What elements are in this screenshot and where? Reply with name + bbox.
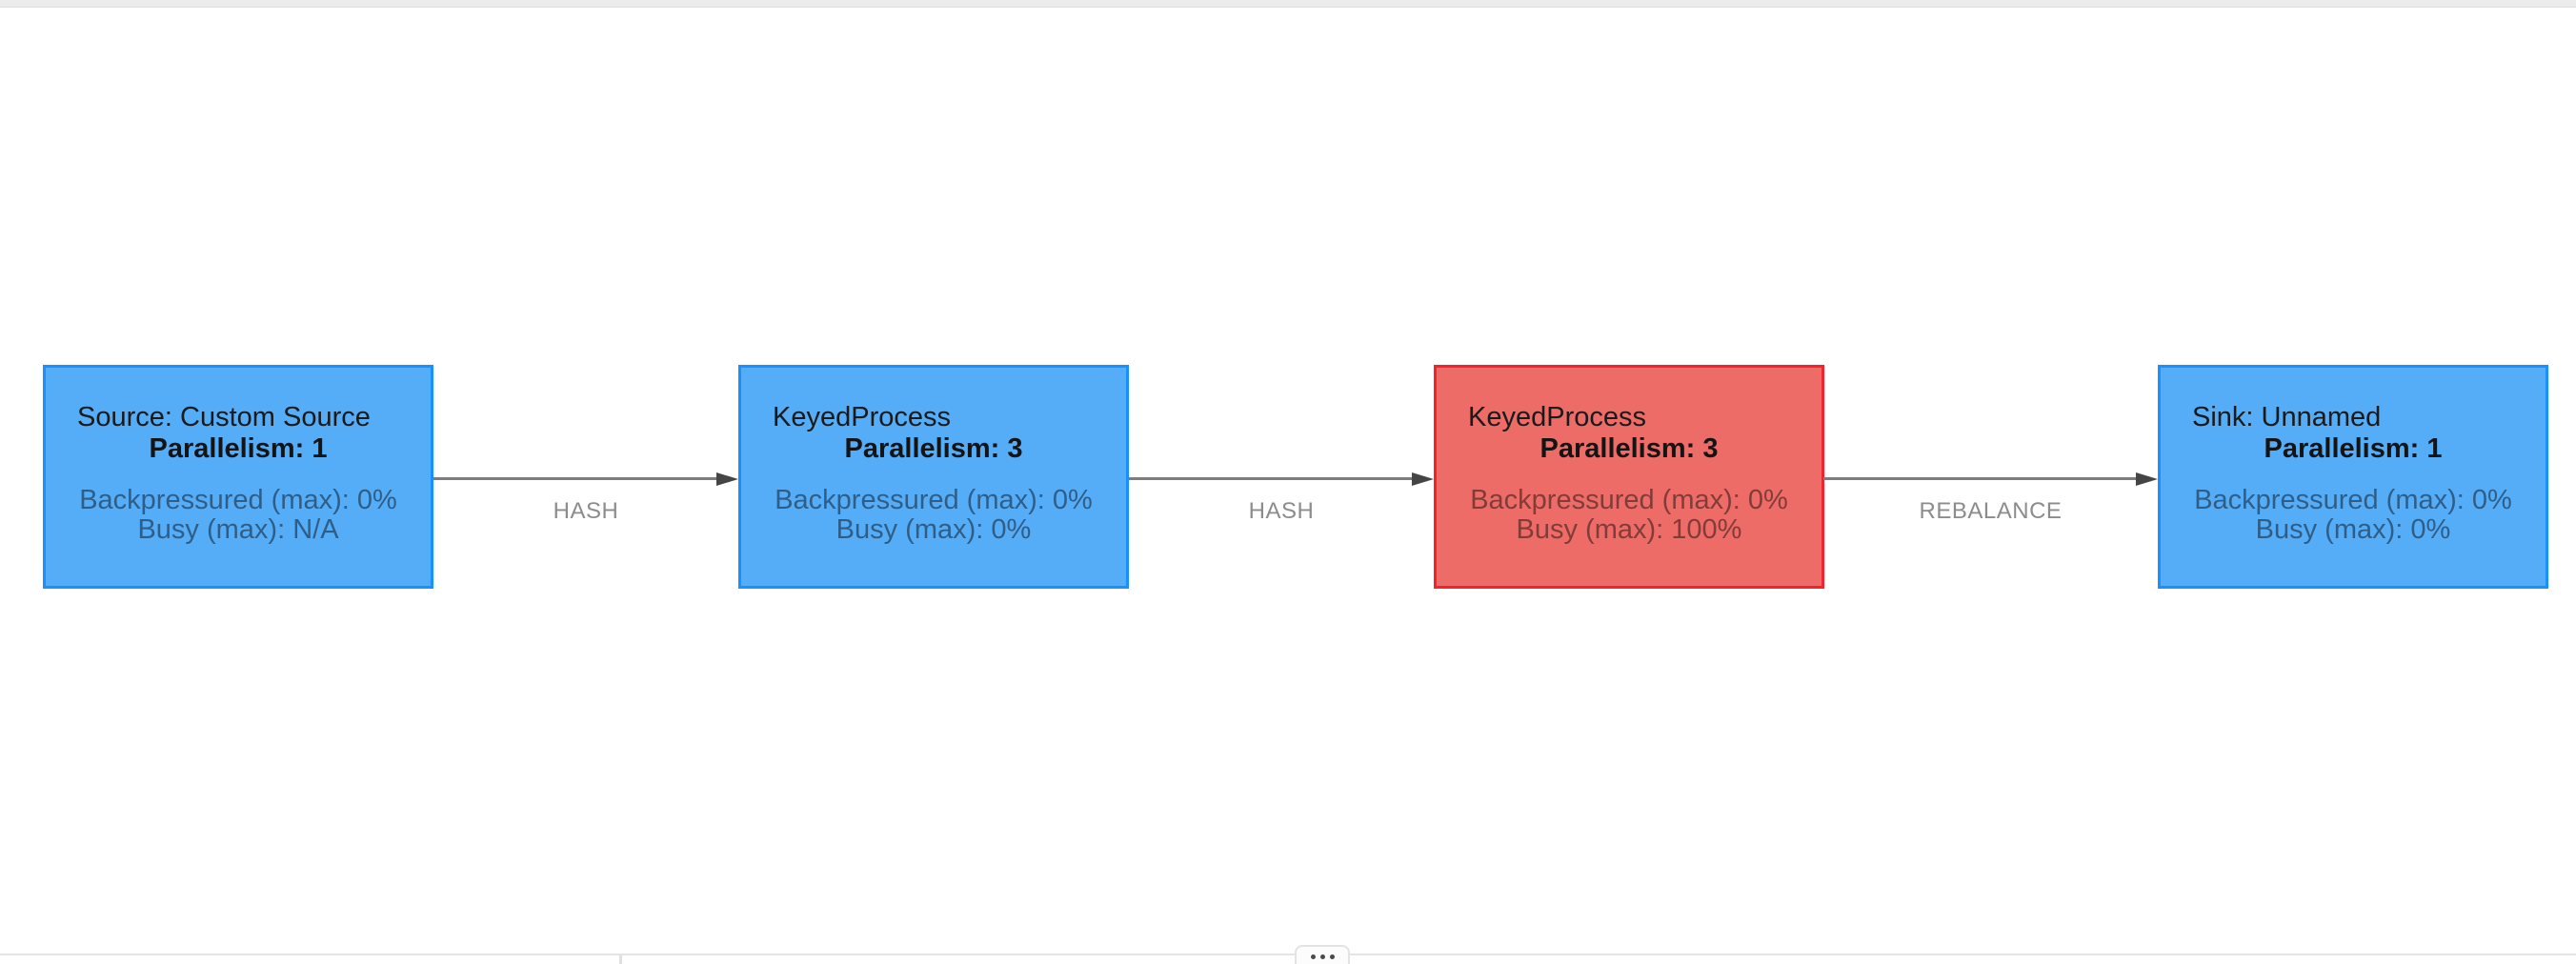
node-metrics: Backpressured (max): 0% Busy (max): 0%	[741, 486, 1126, 545]
arrowhead-icon	[2136, 472, 2158, 486]
node-parallelism: Parallelism: 1	[2264, 433, 2443, 464]
node-metrics: Backpressured (max): 0% Busy (max): 0%	[2161, 486, 2546, 545]
arrowhead-icon	[1412, 472, 1434, 486]
node-busy-metric: Busy (max): N/A	[137, 514, 339, 545]
edge-label-hash-2: HASH	[1248, 498, 1315, 524]
node-backpressured-metric: Backpressured (max): 0%	[1470, 485, 1788, 515]
node-keyedprocess-2-busy[interactable]: KeyedProcess Parallelism: 3 Backpressure…	[1434, 365, 1824, 589]
splitter-drag-handle-button[interactable]	[1295, 945, 1350, 964]
edge-label-hash-1: HASH	[553, 498, 619, 524]
node-title: KeyedProcess	[773, 402, 951, 432]
edge-label-rebalance: REBALANCE	[1919, 498, 2063, 524]
bottom-pane-vertical-divider	[619, 955, 622, 964]
edge-keyedprocess-to-keyedprocess: HASH	[1129, 466, 1434, 524]
edge-line	[1823, 477, 2139, 480]
edge-line	[433, 477, 719, 480]
node-backpressured-metric: Backpressured (max): 0%	[79, 485, 397, 515]
ellipsis-icon	[1329, 954, 1335, 959]
node-title: KeyedProcess	[1468, 402, 1646, 432]
top-strip	[0, 0, 2576, 8]
ellipsis-icon	[1319, 954, 1325, 959]
edge-keyedprocess-to-sink: REBALANCE	[1823, 466, 2158, 524]
node-title: Sink: Unnamed	[2192, 402, 2382, 432]
bottom-pane-divider	[0, 954, 2576, 955]
ellipsis-icon	[1310, 954, 1316, 959]
node-busy-metric: Busy (max): 0%	[835, 514, 1032, 545]
node-metrics: Backpressured (max): 0% Busy (max): 100%	[1437, 486, 1821, 545]
node-parallelism: Parallelism: 3	[1540, 433, 1719, 464]
node-parallelism: Parallelism: 3	[844, 433, 1023, 464]
node-parallelism: Parallelism: 1	[149, 433, 328, 464]
node-title: Source: Custom Source	[77, 402, 371, 432]
edge-line	[1129, 477, 1415, 480]
node-sink-unnamed[interactable]: Sink: Unnamed Parallelism: 1 Backpressur…	[2158, 365, 2548, 589]
node-source-custom-source[interactable]: Source: Custom Source Parallelism: 1 Bac…	[43, 365, 433, 589]
edge-source-to-keyedprocess: HASH	[433, 466, 738, 524]
node-busy-metric: Busy (max): 0%	[2255, 514, 2451, 545]
node-metrics: Backpressured (max): 0% Busy (max): N/A	[46, 486, 431, 545]
node-keyedprocess-1[interactable]: KeyedProcess Parallelism: 3 Backpressure…	[738, 365, 1129, 589]
node-backpressured-metric: Backpressured (max): 0%	[775, 485, 1093, 515]
node-busy-metric: Busy (max): 100%	[1516, 514, 1742, 545]
node-backpressured-metric: Backpressured (max): 0%	[2194, 485, 2512, 515]
arrowhead-icon	[716, 472, 738, 486]
